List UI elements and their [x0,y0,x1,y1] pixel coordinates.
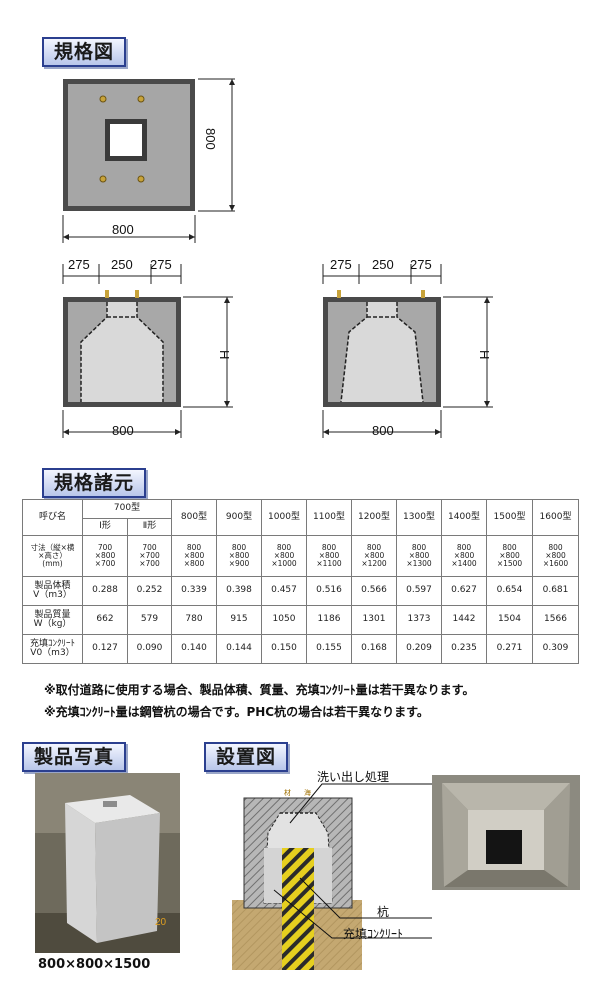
table-cell: 1186 [306,605,352,635]
table-cell: 0.209 [396,634,442,664]
seg-left-label-r: 275 [330,257,352,272]
install-photo [432,775,580,890]
table-cell: 0.090 [127,634,172,664]
product-photo: 20 [35,773,180,953]
name-header: 呼び名 [22,499,83,536]
table-cell: 0.516 [306,576,352,606]
section-view-right [322,264,493,438]
model-header: 1100型 [306,499,352,536]
section-left-width: 800 [112,423,134,438]
top-view-drawing [62,78,235,243]
table-cell: 0.150 [261,634,307,664]
top-height-label: 800 [203,128,218,150]
model-header: 1000型 [261,499,307,536]
table-cell: 0.566 [351,576,397,606]
top-width-label: 800 [112,222,134,237]
table-cell: 780 [171,605,217,635]
table-cell: 0.681 [532,576,579,606]
table-cell: 0.339 [171,576,217,606]
model-header: 900型 [216,499,262,536]
section-title-install-drawing: 設置図 [204,742,289,772]
install-tag-left: 材 [284,788,291,797]
dims-cell: 800×800×1500 [486,535,533,577]
section-right-width: 800 [372,423,394,438]
table-cell: 915 [216,605,262,635]
table-cell: 1566 [532,605,579,635]
dims-cell: 800×800×1400 [441,535,487,577]
sub-header-1: Ⅰ形 [82,518,128,536]
model-header: 1200型 [351,499,397,536]
type700-header: 700型 [82,499,172,519]
table-cell: 579 [127,605,172,635]
install-drawing: 材 海 [232,783,432,970]
dims-cell: 800×800×1200 [351,535,397,577]
install-tag-right: 海 [304,788,311,797]
table-cell: 0.271 [486,634,533,664]
seg-mid-label: 250 [111,257,133,272]
dims-cell: 700×800×700 [82,535,128,577]
table-cell: 0.309 [532,634,579,664]
photo-stamp: 20 [155,917,167,928]
table-cell: 1504 [486,605,533,635]
model-header: 1500型 [486,499,533,536]
section-right-h: H [477,350,492,360]
table-cell: 0.627 [441,576,487,606]
section-title-product-photo: 製品写真 [22,742,127,772]
table-cell: 1301 [351,605,397,635]
seg-mid-label-r: 250 [372,257,394,272]
section-title-spec-drawing: 規格図 [42,37,127,67]
dims-cell: 800×800×1100 [306,535,352,577]
spec-table: 呼び名 700型 800型 900型 1000型 1100型 1200型 130… [22,499,579,664]
table-cell: 0.654 [486,576,533,606]
model-header: 1300型 [396,499,442,536]
row-label-dims: 寸法（縦×横×高さ）(mm) [22,535,83,577]
install-label-wash: 洗い出し処理 [317,770,390,784]
section-left-h: H [217,350,232,360]
seg-right-label-r: 275 [410,257,432,272]
dims-cell: 700×700×700 [127,535,172,577]
table-cell: 0.457 [261,576,307,606]
table-cell: 0.168 [351,634,397,664]
dims-cell: 800×800×1600 [532,535,579,577]
seg-left-label: 275 [68,257,90,272]
dims-cell: 800×800×800 [171,535,217,577]
dims-cell: 800×800×1000 [261,535,307,577]
table-cell: 0.288 [82,576,128,606]
model-header: 800型 [171,499,217,536]
table-cell: 1442 [441,605,487,635]
seg-right-label: 275 [150,257,172,272]
table-cell: 0.252 [127,576,172,606]
note-1: ※取付道路に使用する場合、製品体積、質量、充填ｺﾝｸﾘｰﾄ量は若干異なります。 [44,683,475,697]
photo-caption: 800×800×1500 [38,957,151,972]
sub-header-2: Ⅱ形 [127,518,172,536]
table-cell: 0.597 [396,576,442,606]
dims-cell: 800×800×1300 [396,535,442,577]
install-label-fill: 充填ｺﾝｸﾘｰﾄ [343,927,404,941]
table-cell: 1373 [396,605,442,635]
install-label-pile: 杭 [377,905,390,919]
table-cell: 0.127 [82,634,128,664]
note-2: ※充填ｺﾝｸﾘｰﾄ量は鋼管杭の場合です。PHC杭の場合は若干異なります。 [44,705,429,719]
table-cell: 0.140 [171,634,217,664]
section-view-left [62,264,233,438]
table-row-dims: 寸法（縦×横×高さ）(mm) 700×800×700 700×700×700 8… [22,535,579,577]
table-cell: 0.398 [216,576,262,606]
table-cell: 0.155 [306,634,352,664]
table-cell: 1050 [261,605,307,635]
model-header: 1600型 [532,499,579,536]
dims-cell: 800×800×900 [216,535,262,577]
table-cell: 0.235 [441,634,487,664]
model-header: 1400型 [441,499,487,536]
section-title-spec-table: 規格諸元 [42,468,147,498]
table-cell: 662 [82,605,128,635]
table-cell: 0.144 [216,634,262,664]
